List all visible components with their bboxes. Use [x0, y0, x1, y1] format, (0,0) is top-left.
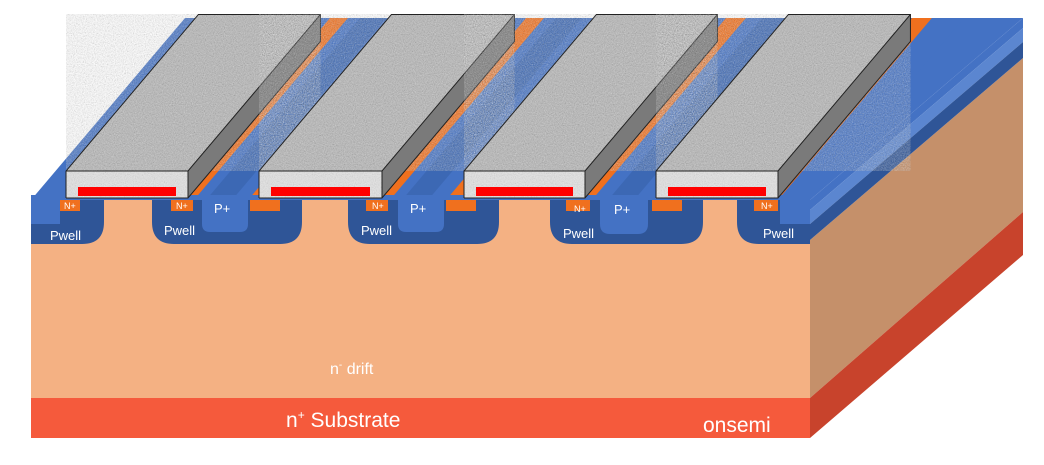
pplus-region	[600, 200, 648, 234]
gate-edges	[259, 14, 515, 198]
drift-label-sup: -	[339, 360, 342, 371]
substrate-side-face	[810, 212, 1023, 438]
surface-top-shade	[206, 18, 386, 200]
nplus-region	[250, 200, 280, 211]
surface-top-strip	[778, 18, 964, 200]
gate-side-face	[382, 14, 515, 199]
nplus-label: N+	[176, 201, 188, 211]
pplus-region	[31, 200, 60, 224]
gate-block	[65, 13, 321, 199]
drift-side-face	[810, 58, 1023, 398]
drift-label: n- drift	[330, 360, 374, 378]
surface-top-shade	[402, 18, 582, 200]
surface-side-blue-light	[810, 18, 1023, 210]
gate-blocks	[65, 13, 911, 199]
pplus-region	[202, 200, 248, 232]
gate-block	[463, 13, 718, 199]
pplus-label: P+	[410, 201, 426, 216]
pplus-region	[780, 200, 810, 224]
surface-top-strip	[390, 18, 600, 200]
gate-electrode	[668, 187, 766, 196]
nplus-region	[60, 200, 80, 211]
pwell-label: Pwell	[763, 226, 794, 241]
gate-edges	[464, 14, 718, 198]
gate-electrode	[271, 187, 370, 196]
region-labels: N+ N+ N+ N+ N+ P+ P+ P+ Pwell Pwell Pwel…	[50, 201, 794, 437]
drift-label-rest: drift	[342, 361, 374, 378]
brand-label: onsemi	[703, 414, 771, 437]
gate-block	[655, 13, 911, 199]
pplus-label: P+	[214, 201, 230, 216]
surface-side-blue-mid	[810, 28, 1023, 224]
nplus-region	[652, 200, 682, 211]
pwell-label: Pwell	[361, 223, 392, 238]
gate-edges	[656, 14, 911, 198]
drift-front-face	[31, 240, 810, 398]
substrate-label-rest: Substrate	[305, 409, 401, 432]
pwell-label: Pwell	[50, 228, 81, 243]
gate-side-face	[188, 14, 321, 199]
nplus-region	[754, 200, 778, 211]
pwell-label: Pwell	[563, 226, 594, 241]
pplus-label: P+	[614, 202, 630, 217]
nplus-region	[171, 200, 193, 211]
nplus-region	[566, 200, 590, 211]
gate-edges	[66, 14, 321, 198]
gate-top-texture	[656, 14, 911, 172]
nplus-label: N+	[574, 204, 586, 214]
nplus-label: N+	[761, 201, 773, 211]
drift-label-base: n	[330, 361, 339, 378]
nplus-region	[446, 200, 476, 211]
nplus-label: N+	[372, 201, 384, 211]
gate-side-face	[585, 14, 718, 199]
gate-electrode	[476, 187, 573, 196]
gate-electrode	[78, 187, 176, 196]
substrate-label-sup: +	[298, 408, 305, 422]
substrate-front-face	[31, 398, 810, 438]
gate-top-texture	[66, 14, 321, 172]
surface-front-strip	[31, 195, 810, 200]
nplus-region	[366, 200, 388, 211]
gate-top-texture	[464, 14, 718, 172]
pwell-label: Pwell	[164, 223, 195, 238]
substrate-label: n+ Substrate	[286, 408, 400, 432]
gate-side-face	[778, 14, 911, 199]
gate-block	[258, 13, 515, 199]
pplus-region	[398, 200, 444, 232]
nplus-label: N+	[64, 201, 76, 211]
surface-top-shade	[608, 18, 788, 200]
gate-top-texture	[259, 14, 515, 172]
substrate-label-base: n	[286, 409, 298, 432]
surface-side-blue-dark	[810, 42, 1023, 240]
